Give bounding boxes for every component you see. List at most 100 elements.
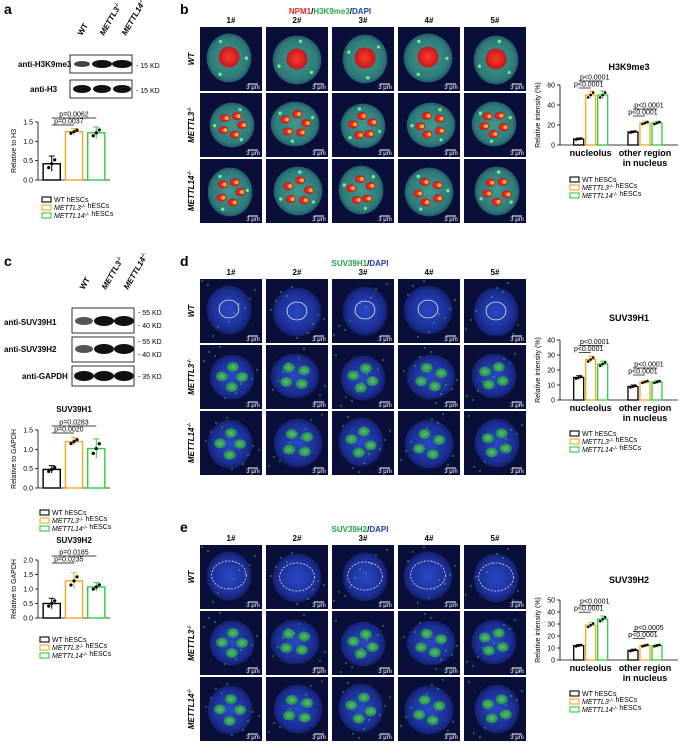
data-point [50, 467, 54, 472]
column-label: 1# [227, 268, 236, 277]
speckle [503, 624, 505, 626]
legend-label-part: -/- [609, 184, 614, 190]
panel-letter-a: a [4, 1, 12, 17]
h3k9me3-focus [277, 64, 281, 68]
speckle [505, 704, 507, 706]
overlap-spot [372, 120, 377, 125]
suv-enriched-nucleolus [357, 692, 370, 703]
speckle [354, 577, 356, 579]
data-point [589, 358, 592, 361]
data-point [574, 645, 578, 648]
x-category-label: in nucleus [623, 158, 668, 168]
speckle [470, 319, 472, 321]
data-point [629, 649, 632, 653]
data-point [577, 376, 580, 379]
speckle [258, 449, 260, 451]
speckle [407, 294, 409, 296]
speckle [449, 308, 451, 310]
speckle [507, 282, 509, 284]
legend-label: METTL14-/- hESCs [582, 191, 642, 200]
speckle [500, 713, 502, 715]
speckle [482, 381, 484, 383]
speckle [210, 697, 212, 699]
blot-band [94, 371, 114, 381]
legend-swatch [569, 698, 580, 705]
speckle [249, 564, 251, 566]
scale-bar-label: 3 μm [378, 85, 391, 91]
blot-a-kd: - 15 KD [136, 63, 160, 70]
nucleus [207, 685, 253, 735]
overlap-spot [496, 199, 501, 204]
speckle [372, 643, 374, 645]
row-label: METTL14-/- [187, 423, 196, 464]
legend-swatch [569, 446, 580, 453]
legend-swatch [41, 204, 52, 211]
speckle [375, 554, 377, 556]
data-point [75, 575, 79, 579]
suv-enriched-nucleolus [215, 637, 228, 648]
nucleus [338, 683, 384, 733]
speckle [368, 719, 370, 721]
blot-band [75, 345, 93, 353]
speckle [361, 648, 363, 650]
suv-enriched-nucleolus [301, 431, 314, 442]
speckle [468, 415, 470, 417]
p-value: p<0.0001 [628, 632, 657, 639]
data-point [50, 601, 54, 606]
row-label-gene: METTL14 [187, 693, 196, 729]
x-category-label: in nucleus [623, 673, 668, 683]
speckle [210, 431, 212, 433]
overlap-spot [437, 183, 442, 188]
suv-enriched-nucleolus [492, 628, 505, 639]
blot-c-kd: - 55 KD [138, 339, 162, 346]
speckle [296, 603, 298, 605]
blot-a-kd: - 15 KD [136, 88, 160, 95]
overlap-spot [425, 200, 430, 205]
speckle [294, 699, 296, 701]
speckle [345, 396, 347, 398]
suv-enriched-nucleolus [345, 434, 358, 445]
speckle [352, 467, 354, 469]
data-point [91, 134, 95, 138]
data-point [653, 645, 656, 648]
h3k9me3-focus [279, 197, 283, 201]
nucleolus-npm1 [354, 47, 376, 69]
speckle [310, 685, 312, 687]
data-point [601, 617, 604, 621]
blot-a-lane-mettl14: METTL14-/- [120, 0, 148, 37]
data-point [574, 138, 578, 141]
overlap-spot [367, 196, 372, 201]
speckle [289, 708, 291, 710]
suv-enriched-nucleolus [226, 627, 239, 638]
overlap-spot [240, 190, 245, 194]
suv-enriched-nucleolus [283, 710, 296, 721]
speckle [273, 722, 275, 724]
legend-label: METTL3-/- hESCs [52, 643, 108, 652]
speckle [347, 416, 349, 418]
blot-band [114, 344, 134, 354]
h3k9me3-focus [220, 207, 225, 211]
scale-bar-label: 3 μm [444, 337, 457, 343]
data-point [643, 380, 647, 384]
suv-enriched-nucleolus [492, 362, 505, 373]
overlap-spot [506, 192, 511, 197]
p-value: p<0.0001 [580, 339, 609, 346]
legend-swatch [569, 176, 580, 183]
x-category-label: other region [619, 148, 672, 158]
data-point [601, 93, 604, 97]
speckle [451, 388, 453, 390]
data-point [643, 121, 647, 125]
legend-swatch [569, 430, 580, 437]
nucleus [209, 620, 255, 666]
overlap-spot [484, 124, 489, 129]
y-axis-label: Relative intensity (%) [535, 82, 542, 148]
speckle [410, 707, 412, 709]
blot-band [94, 316, 114, 326]
speckle [287, 628, 289, 630]
overlap-spot [232, 200, 237, 205]
speckle [233, 578, 235, 580]
data-point [586, 360, 590, 363]
speckle [430, 617, 432, 619]
speckle [201, 546, 203, 548]
